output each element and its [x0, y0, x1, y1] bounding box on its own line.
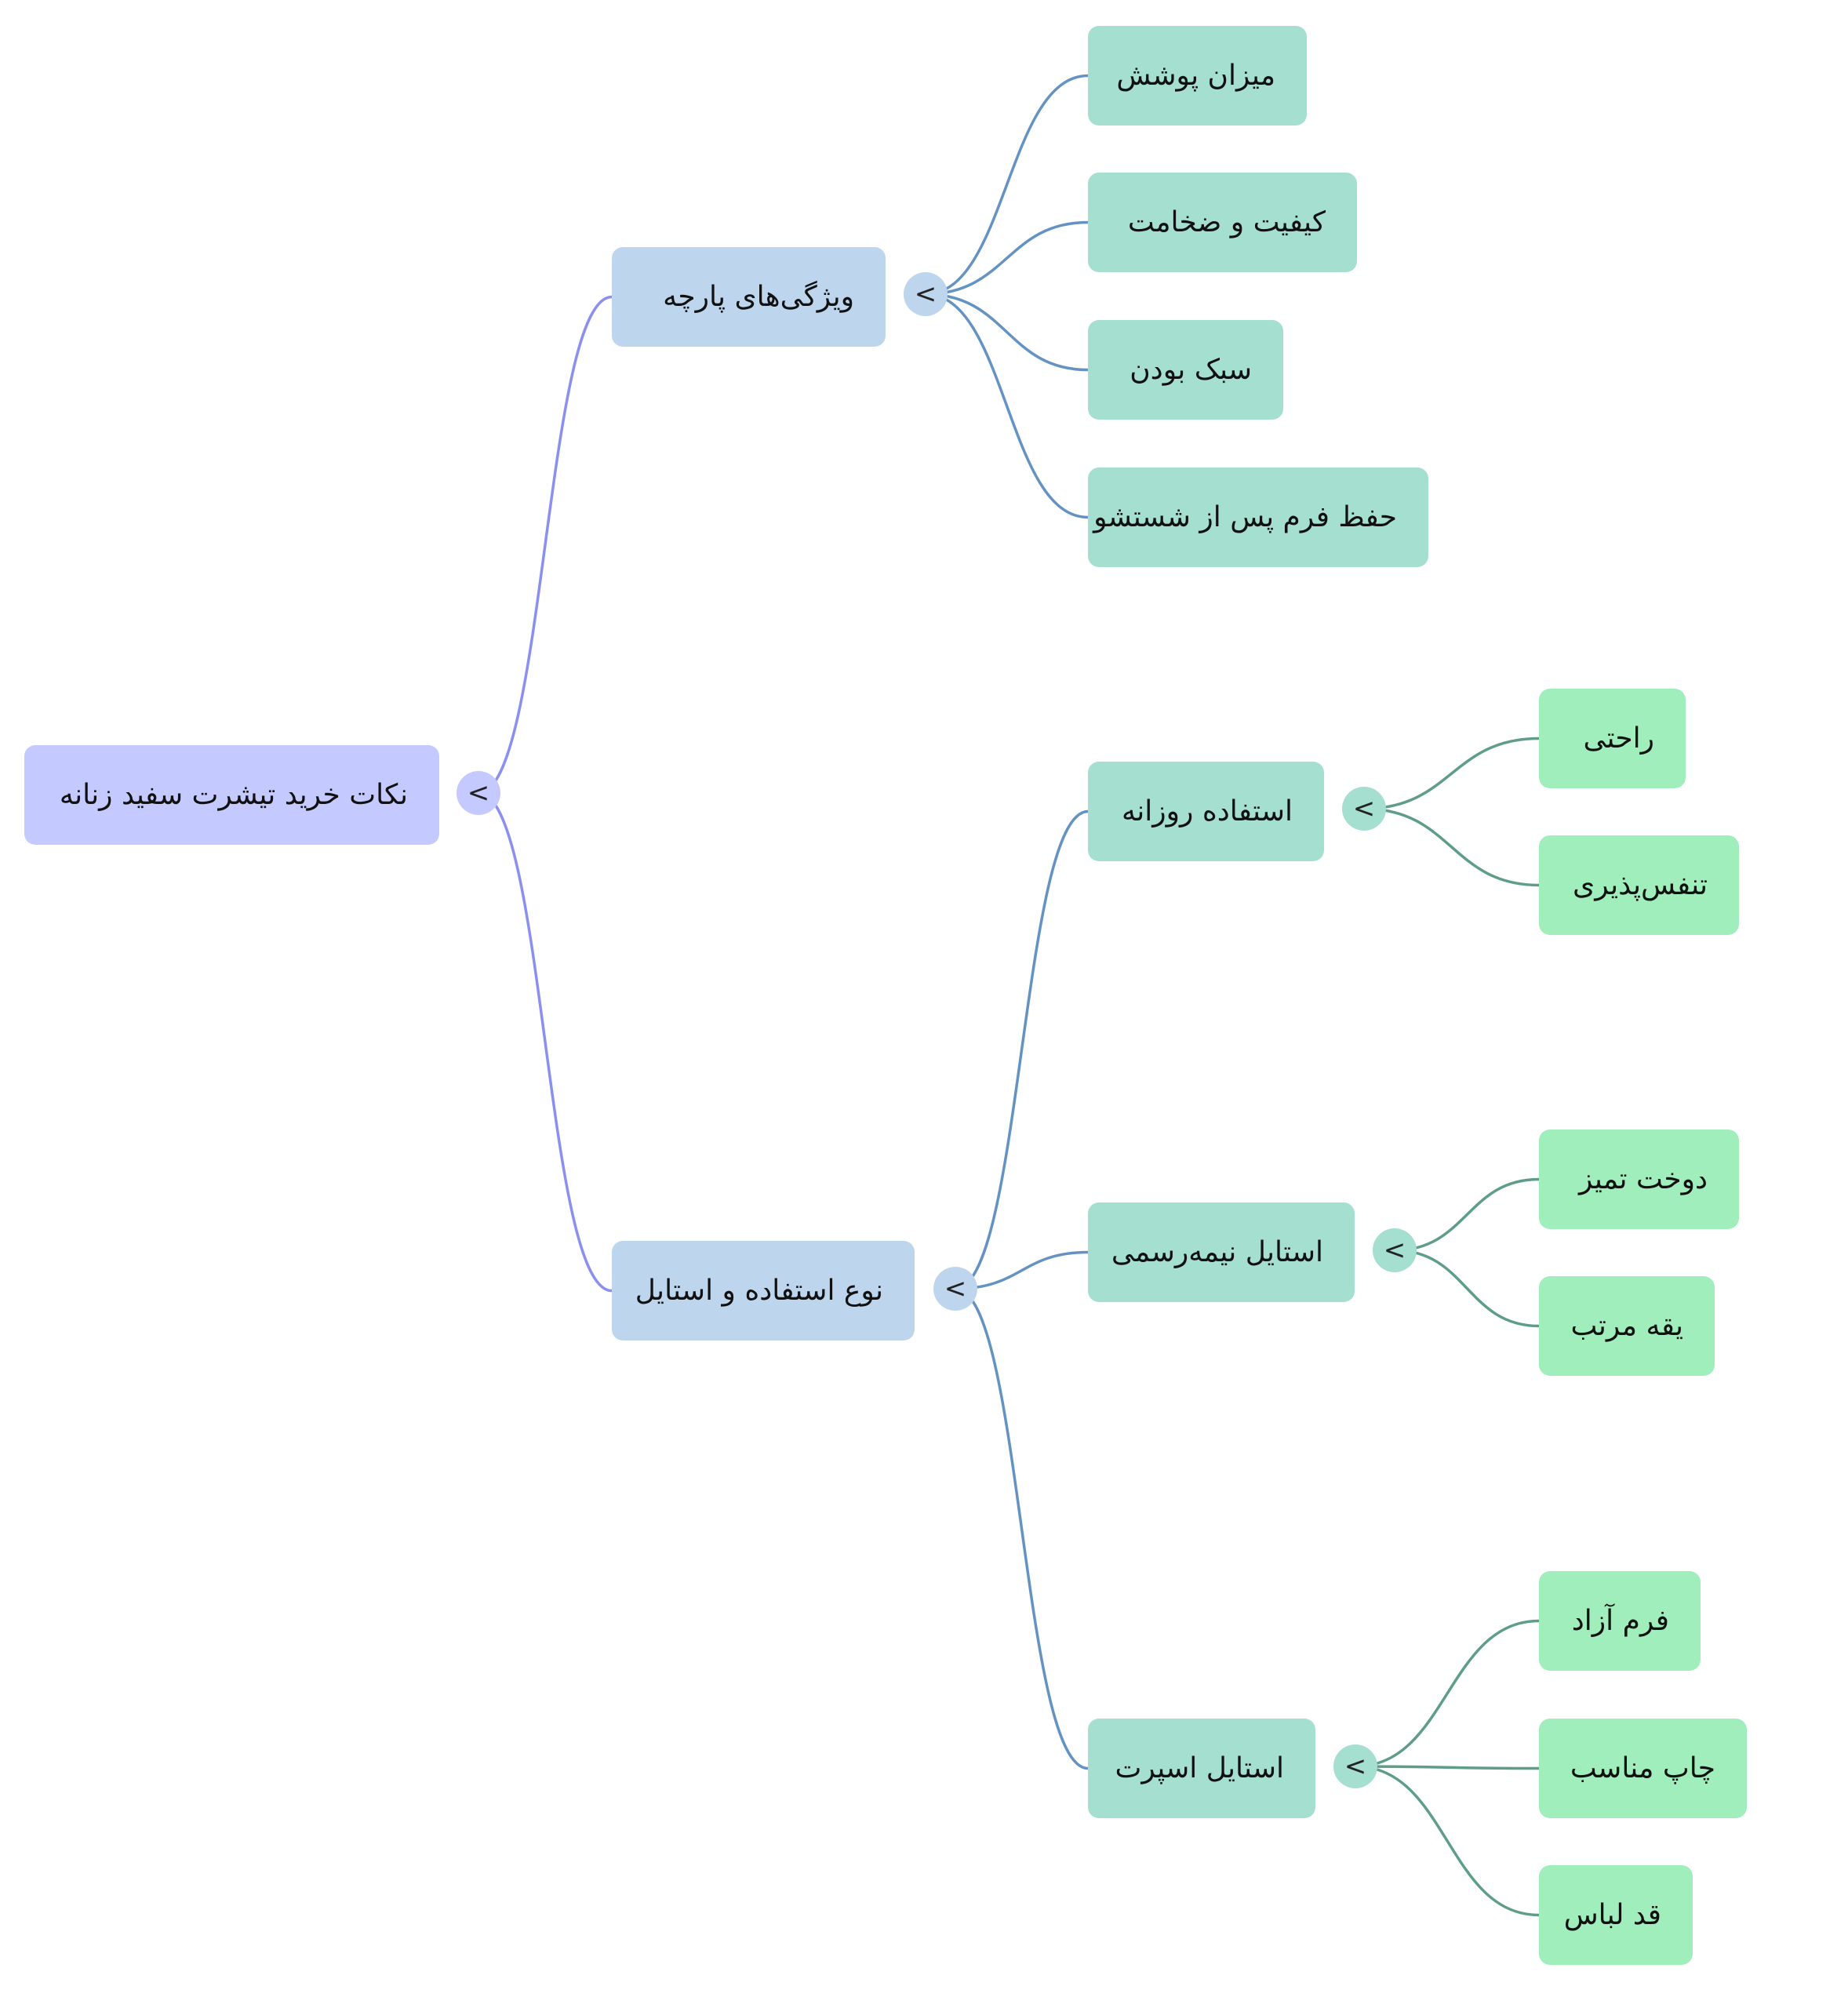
branch-node-label: نوع استفاده و استایل [635, 1275, 883, 1307]
leaf-node[interactable]: حفظ فرم پس از شستشو [1088, 467, 1428, 567]
leaf-node-label: میزان پوشش [1116, 60, 1275, 92]
branch-node-label: ویژگی‌های پارچه [663, 281, 854, 313]
leaf-node[interactable]: سبک بودن [1088, 320, 1283, 420]
connector-edge [1362, 807, 1541, 887]
connector-edge [1354, 1765, 1541, 1917]
connector-edge [1362, 737, 1541, 810]
leaf-node[interactable]: چاپ مناسب [1539, 1719, 1747, 1818]
connector-edge [477, 295, 613, 795]
leaf-node-label: یقه مرتب [1570, 1310, 1684, 1342]
leaf-node[interactable]: تنفس‌پذیری [1539, 835, 1739, 935]
leaf-node[interactable]: یقه مرتب [1539, 1276, 1715, 1376]
leaf-node-label: کیفیت و ضخامت [1127, 206, 1326, 238]
leaf-node[interactable]: کیفیت و ضخامت [1088, 173, 1357, 272]
leaf-node-label: چاپ مناسب [1570, 1752, 1715, 1784]
daily-use-collapse-toggle[interactable]: < [1342, 787, 1386, 831]
connector-edge [1354, 1619, 1541, 1768]
leaf-node[interactable]: فرم آزاد [1539, 1571, 1701, 1671]
connector-edge [924, 293, 1090, 519]
leaf-node-label: تنفس‌پذیری [1573, 869, 1708, 901]
leaf-node[interactable]: راحتی [1539, 689, 1686, 788]
branch-fabric-collapse-toggle[interactable]: < [904, 272, 948, 316]
leaf-node[interactable]: میزان پوشش [1088, 26, 1307, 126]
leaf-node-label: فرم آزاد [1571, 1605, 1669, 1637]
root-node[interactable]: نکات خرید تیشرت سفید زنانه [24, 745, 439, 845]
leaf-node-label: راحتی [1583, 722, 1654, 755]
sub-branch-node-semi-formal[interactable]: استایل نیمه‌رسمی [1088, 1202, 1355, 1302]
root-collapse-toggle[interactable]: < [457, 771, 500, 815]
sub-branch-node-daily-use[interactable]: استفاده روزانه [1088, 762, 1324, 861]
connector-edge [477, 791, 613, 1293]
sub-branch-node-sport[interactable]: استایل اسپرت [1088, 1719, 1315, 1818]
leaf-node-label: سبک بودن [1130, 354, 1252, 386]
leaf-node-label: قد لباس [1563, 1899, 1661, 1931]
connector-edge [954, 809, 1090, 1290]
sub-branch-node-label: استفاده روزانه [1121, 795, 1293, 828]
connector-edge [1393, 1177, 1541, 1252]
connector-edge [954, 1287, 1090, 1770]
connector-edge [924, 220, 1090, 296]
connector-edge [924, 293, 1090, 372]
branch-usage-style-collapse-toggle[interactable]: < [933, 1267, 977, 1311]
branch-node-fabric[interactable]: ویژگی‌های پارچه [612, 247, 886, 347]
leaf-node[interactable]: دوخت تمیز [1539, 1130, 1739, 1229]
leaf-node-label: حفظ فرم پس از شستشو [1093, 501, 1397, 533]
connector-edge [924, 74, 1090, 296]
connector-edge [1354, 1765, 1541, 1770]
connector-edge [1393, 1249, 1541, 1328]
sub-branch-node-label: استایل اسپرت [1115, 1752, 1284, 1784]
branch-node-usage-style[interactable]: نوع استفاده و استایل [612, 1241, 915, 1340]
semi-formal-collapse-toggle[interactable]: < [1373, 1228, 1417, 1272]
sub-branch-node-label: استایل نیمه‌رسمی [1111, 1236, 1323, 1268]
leaf-node-label: دوخت تمیز [1578, 1163, 1708, 1195]
leaf-node[interactable]: قد لباس [1539, 1865, 1693, 1965]
sport-collapse-toggle[interactable]: < [1333, 1744, 1377, 1788]
root-node-label: نکات خرید تیشرت سفید زنانه [59, 779, 408, 811]
